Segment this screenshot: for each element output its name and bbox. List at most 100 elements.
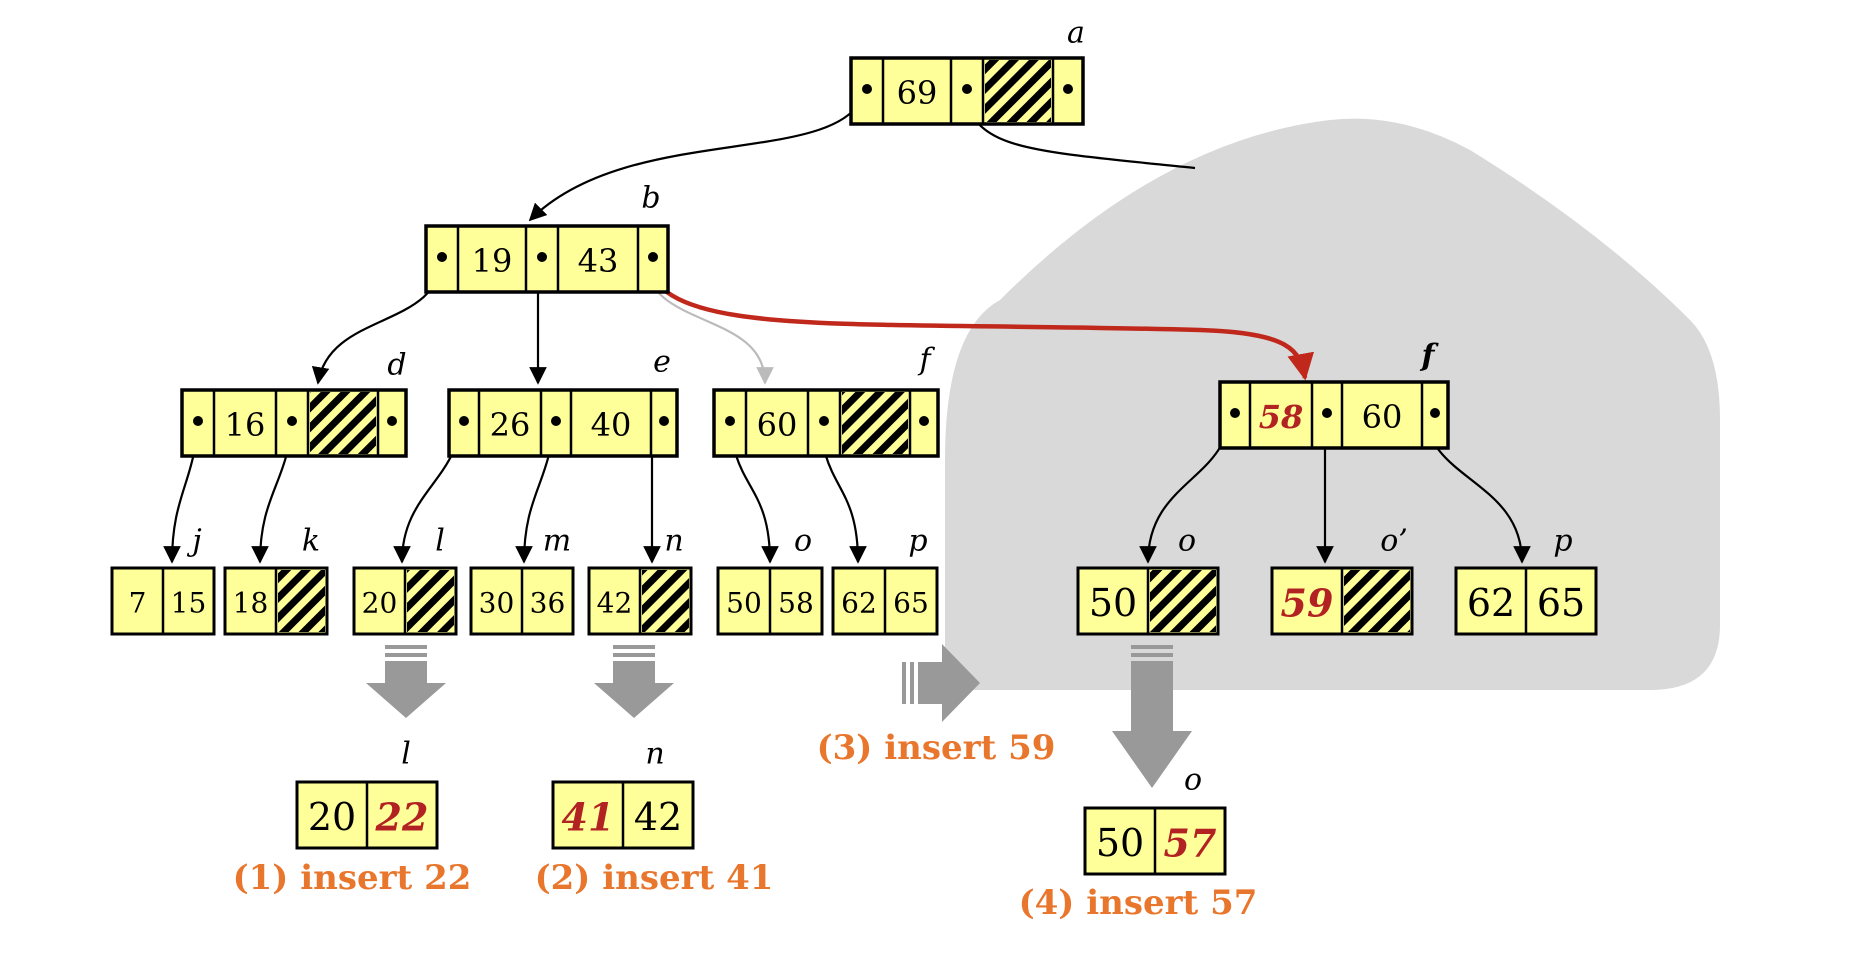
node-box (1218, 380, 1450, 450)
right-arrow-step3 (902, 644, 980, 722)
node-label: e (653, 345, 671, 380)
leaf-key: 36 (530, 587, 566, 620)
leaf-key: 57 (1164, 821, 1217, 866)
leaf-n: 42 n (587, 524, 693, 636)
node-key: 26 (490, 406, 531, 444)
pointer-dot (862, 84, 872, 94)
edge-b-fnew-red (642, 257, 1315, 381)
node-f: 60 f (712, 343, 940, 458)
leaf-o: 50 58 o (716, 524, 824, 636)
node-label: l (435, 524, 445, 559)
leaf-o-new: 50 o (1076, 524, 1220, 636)
pointer-dot (1230, 408, 1240, 418)
node-d: 16 d (180, 348, 408, 458)
leaf-key: 42 (597, 587, 633, 620)
node-label: f (917, 343, 935, 378)
pointer-dot (387, 416, 397, 426)
node-key: 40 (591, 406, 632, 444)
leaf-key: 15 (171, 587, 207, 620)
node-key: 69 (897, 74, 938, 112)
node-key: 16 (225, 406, 266, 444)
pointer-dot (725, 416, 735, 426)
node-label: n (664, 524, 683, 559)
node-label: l (401, 737, 411, 772)
leaf-key: 50 (1089, 581, 1137, 625)
pointer-dot (1430, 408, 1440, 418)
caption-step4: (4) insert 57 (1019, 883, 1258, 923)
leaf-key: 42 (634, 795, 682, 839)
leaf-key: 65 (1537, 581, 1585, 625)
leaf-k: 18k (223, 524, 329, 636)
pointer-dot (437, 252, 447, 262)
empty-key-slot (985, 60, 1051, 122)
pointer-dot (648, 252, 658, 262)
leaf-key: 65 (893, 587, 929, 620)
leaf-l: 20 l (352, 524, 458, 636)
node-a: 69 a (849, 16, 1085, 126)
empty-key-slot (642, 570, 689, 632)
node-label: j (186, 524, 201, 559)
pointer-dot (459, 416, 469, 426)
node-label: o (1184, 763, 1202, 798)
pointer-dot (193, 416, 203, 426)
pointer-dot (919, 416, 929, 426)
node-label: o’ (1380, 524, 1408, 559)
node-box (447, 388, 679, 458)
empty-key-slot (310, 392, 376, 454)
empty-key-slot (407, 570, 454, 632)
leaf-key: 20 (362, 587, 398, 620)
node-key: 19 (472, 242, 513, 280)
empty-key-slot (1150, 570, 1216, 632)
leaf-key: 59 (1281, 581, 1334, 626)
caption-step1: (1) insert 22 (233, 858, 472, 898)
edge-b-d (311, 254, 444, 385)
leaf-o-after: 50 57 o (1083, 763, 1227, 876)
node-key: 60 (757, 406, 798, 444)
pointer-dot (1322, 408, 1332, 418)
node-label: p (908, 524, 927, 559)
node-e: 26 40 e (447, 345, 679, 458)
leaf-m: 30 36 m (469, 524, 575, 636)
leaf-key: 20 (308, 795, 356, 839)
down-arrow-step2 (594, 645, 674, 718)
leaf-key: 62 (841, 587, 877, 620)
leaf-key: 50 (1096, 821, 1144, 865)
pointer-dot (819, 416, 829, 426)
leaf-key: 7 (129, 587, 147, 620)
node-label: m (543, 524, 571, 559)
leaf-key: 30 (479, 587, 515, 620)
pointer-dot (1063, 84, 1073, 94)
pointer-dot (659, 416, 669, 426)
node-label: o (1178, 524, 1196, 559)
empty-key-slot (842, 392, 908, 454)
leaf-key: 50 (726, 587, 762, 620)
down-arrow-step1 (366, 645, 446, 718)
caption-step3: (3) insert 59 (817, 728, 1056, 768)
leaf-p: 62 65 p (831, 524, 939, 636)
pointer-dot (537, 252, 547, 262)
edge-a-b (528, 89, 867, 222)
leaf-key: 41 (562, 795, 615, 840)
leaf-j: 7 15 j (110, 524, 216, 636)
node-label: a (1067, 16, 1085, 51)
leaf-o-prime: 59 o’ (1270, 524, 1414, 636)
node-label: n (645, 737, 664, 772)
empty-key-slot (278, 570, 325, 632)
pointer-dot (962, 84, 972, 94)
node-label: k (302, 524, 320, 559)
node-key: 58 (1259, 398, 1304, 436)
node-key: 60 (1362, 398, 1403, 436)
node-label: d (387, 348, 406, 383)
leaf-key: 58 (778, 587, 814, 620)
empty-key-slot (1344, 570, 1410, 632)
leaf-n-after: 41 42 n (551, 737, 695, 850)
node-label: o (794, 524, 812, 559)
caption-step2: (2) insert 41 (535, 858, 774, 898)
node-label: p (1553, 524, 1572, 559)
pointer-dot (551, 416, 561, 426)
node-label: b (641, 181, 660, 216)
